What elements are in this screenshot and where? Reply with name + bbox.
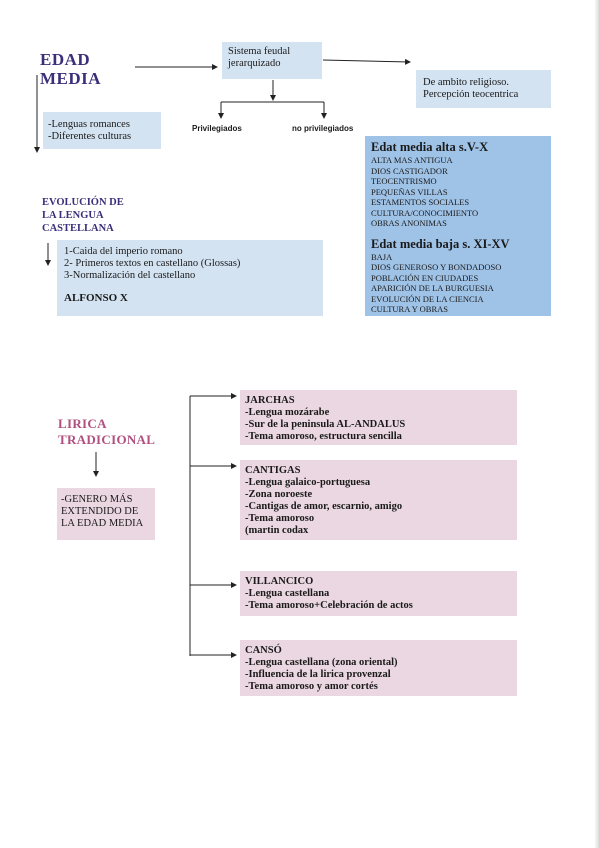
lenguas-line1: -Lenguas romances bbox=[48, 119, 130, 130]
jarchas-item: -Lengua mozárabe bbox=[245, 407, 330, 418]
canso-title: CANSÓ bbox=[245, 645, 282, 656]
baja-item: APARICIÓN DE LA BURGUESIA bbox=[371, 283, 494, 293]
cantigas-item: -Zona noroeste bbox=[245, 489, 313, 500]
alta-item: ESTAMENTOS SOCIALES bbox=[371, 197, 470, 207]
evolucion-box: 1-Caida del imperio romano 2- Primeros t… bbox=[57, 240, 323, 316]
cantigas-item: -Cantigas de amor, escarnio, amigo bbox=[245, 501, 403, 512]
lenguas-box: -Lenguas romances -Diferentes culturas bbox=[43, 112, 161, 149]
evolucion-title: EVOLUCIÓN DE LA LENGUA CASTELLANA bbox=[42, 196, 124, 235]
cantigas-item: -Lengua galaico-portuguesa bbox=[245, 477, 371, 488]
evolucion-line3: CASTELLANA bbox=[42, 223, 114, 234]
baja-item: POBLACIÓN EN CIUDADES bbox=[371, 272, 479, 283]
villancico-box: VILLANCICO -Lengua castellana -Tema amor… bbox=[240, 571, 517, 616]
lirica-title-line2: TRADICIONAL bbox=[58, 432, 156, 447]
canso-box: CANSÓ -Lengua castellana (zona oriental)… bbox=[240, 640, 517, 696]
canso-item: -Tema amoroso y amor cortés bbox=[245, 681, 378, 692]
arrow-sistema-to-religioso bbox=[322, 58, 411, 65]
alta-heading: Edat media alta s.V-X bbox=[371, 140, 489, 154]
jarchas-box: JARCHAS -Lengua mozárabe -Sur de la peni… bbox=[240, 390, 517, 445]
baja-heading: Edat media baja s. XI-XV bbox=[371, 236, 510, 251]
no-privilegiados-label: no privilegiados bbox=[292, 124, 354, 133]
villancico-title: VILLANCICO bbox=[245, 576, 314, 587]
canso-item: -Lengua castellana (zona oriental) bbox=[245, 657, 398, 668]
sistema-line1: Sistema feudal bbox=[228, 46, 291, 57]
religioso-box: De ambito religioso. Percepción teocentr… bbox=[416, 70, 551, 108]
cantigas-title: CANTIGAS bbox=[245, 465, 301, 476]
edad-media-title-line2: MEDIA bbox=[40, 69, 102, 88]
jarchas-item: -Sur de la peninsula AL-ANDALUS bbox=[245, 419, 406, 430]
privilegiados-label: Privilegiados bbox=[192, 124, 242, 133]
genero-line2: EXTENDIDO DE bbox=[61, 506, 139, 517]
canso-item: -Influencia de la lirica provenzal bbox=[245, 669, 391, 680]
alta-item: TEOCENTRISMO bbox=[371, 176, 437, 186]
genero-box: -GENERO MÁS EXTENDIDO DE LA EDAD MEDIA bbox=[57, 488, 155, 540]
alfonso-label: ALFONSO X bbox=[64, 292, 128, 304]
sistema-line2: jerarquizado bbox=[228, 58, 281, 69]
religioso-line2: Percepción teocentrica bbox=[423, 89, 519, 100]
sistema-feudal-box: Sistema feudal jerarquizado bbox=[222, 42, 322, 79]
cantigas-item: (martin codax bbox=[245, 525, 309, 536]
evolucion-line2: LA LENGUA bbox=[42, 210, 104, 221]
religioso-line1: De ambito religioso. bbox=[423, 77, 510, 88]
page-edge-shadow bbox=[594, 0, 599, 848]
evolucion-item: 3-Normalización del castellano bbox=[64, 270, 196, 281]
villancico-item: -Lengua castellana bbox=[245, 588, 330, 599]
baja-item: CULTURA Y OBRAS bbox=[371, 304, 448, 314]
genero-line1: -GENERO MÁS bbox=[61, 494, 133, 505]
alta-item: CULTURA/CONOCIMIENTO bbox=[371, 207, 479, 218]
lirica-title: LIRICA TRADICIONAL bbox=[58, 416, 155, 448]
evolucion-item: 1-Caida del imperio romano bbox=[64, 246, 183, 257]
baja-item: EVOLUCIÓN DE LA CIENCIA bbox=[371, 293, 484, 304]
baja-item: DIOS GENEROSO Y BONDADOSO bbox=[371, 262, 502, 272]
cantigas-box: CANTIGAS -Lengua galaico-portuguesa -Zon… bbox=[240, 460, 517, 540]
alta-item: DIOS CASTIGADOR bbox=[371, 165, 448, 176]
lenguas-line2: -Diferentes culturas bbox=[48, 131, 132, 142]
edad-media-title: EDAD MEDIA bbox=[40, 50, 101, 88]
alta-item: PEQUEÑAS VILLAS bbox=[371, 186, 448, 197]
edad-media-title-line1: EDAD bbox=[40, 50, 91, 69]
jarchas-item: -Tema amoroso, estructura sencilla bbox=[245, 431, 402, 442]
evolucion-line1: EVOLUCIÓN DE bbox=[42, 197, 124, 208]
cantigas-item: -Tema amoroso bbox=[245, 513, 315, 524]
baja-list: BAJA DIOS GENEROSO Y BONDADOSO POBLACIÓN… bbox=[371, 252, 551, 315]
alta-item: OBRAS ANONIMAS bbox=[371, 218, 447, 228]
baja-item: BAJA bbox=[371, 251, 393, 262]
evolucion-item: 2- Primeros textos en castellano (Glossa… bbox=[64, 258, 241, 269]
edat-media-box: Edat media alta s.V-X ALTA MAS ANTIGUA D… bbox=[365, 136, 551, 316]
alta-list: ALTA MAS ANTIGUA DIOS CASTIGADOR TEOCENT… bbox=[371, 155, 551, 229]
lirica-title-line1: LIRICA bbox=[58, 416, 107, 431]
alta-item: ALTA MAS ANTIGUA bbox=[371, 155, 453, 165]
villancico-item: -Tema amoroso+Celebración de actos bbox=[245, 600, 413, 611]
jarchas-title: JARCHAS bbox=[245, 395, 295, 406]
genero-line3: LA EDAD MEDIA bbox=[61, 518, 144, 529]
